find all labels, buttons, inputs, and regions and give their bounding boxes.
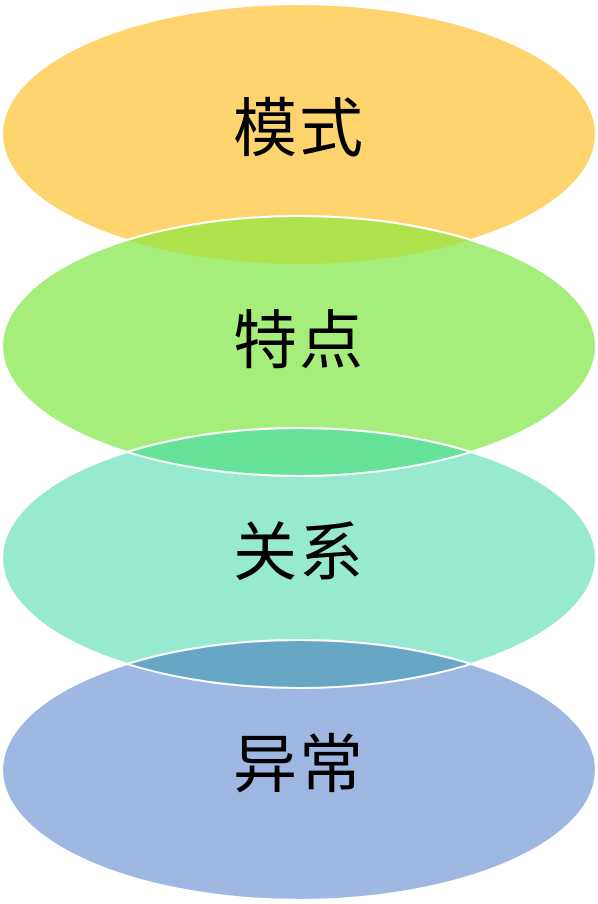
layer-outline-3: [1, 427, 597, 689]
layer-outline-4: [1, 639, 597, 901]
layer-outline-2: [1, 215, 597, 477]
